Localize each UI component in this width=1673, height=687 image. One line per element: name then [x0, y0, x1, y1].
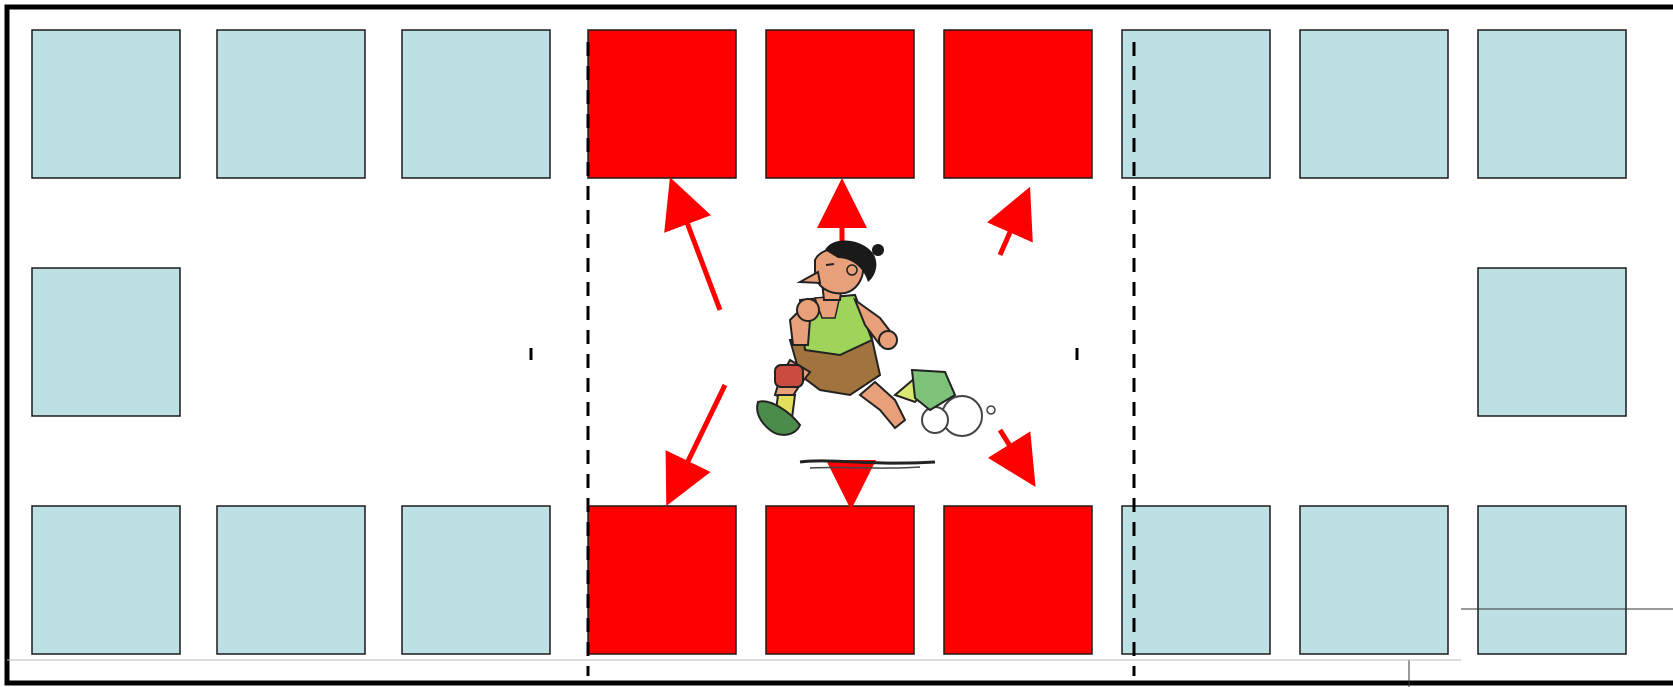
arrow-to-bottom-left [675, 385, 725, 488]
seat-top-1 [32, 30, 180, 178]
seat-top-3 [402, 30, 550, 178]
seat-bottom-4-highlighted [588, 506, 736, 654]
seat-middle-1 [32, 268, 180, 416]
seat-top-5-highlighted [766, 30, 914, 178]
seat-bottom-1 [32, 506, 180, 654]
seat-top-8 [1300, 30, 1448, 178]
seat-bottom-5-highlighted [766, 506, 914, 654]
seat-top-6-highlighted [944, 30, 1092, 178]
seat-top-7 [1122, 30, 1270, 178]
arrow-to-top-left [677, 196, 720, 310]
arrow-to-bottom-right [1000, 430, 1025, 470]
seat-bottom-3 [402, 506, 550, 654]
seat-bottom-2 [217, 506, 365, 654]
seat-bottom-6-highlighted [944, 506, 1092, 654]
seat-top-4-highlighted [588, 30, 736, 178]
seat-bottom-8 [1300, 506, 1448, 654]
arrow-to-top-right [1000, 205, 1022, 255]
seat-bottom-7 [1122, 506, 1270, 654]
running-man-illustration [757, 240, 995, 468]
seat-middle-9 [1478, 268, 1626, 416]
seat-top-9 [1478, 30, 1626, 178]
seat-bottom-9 [1478, 506, 1626, 654]
seat-top-2 [217, 30, 365, 178]
